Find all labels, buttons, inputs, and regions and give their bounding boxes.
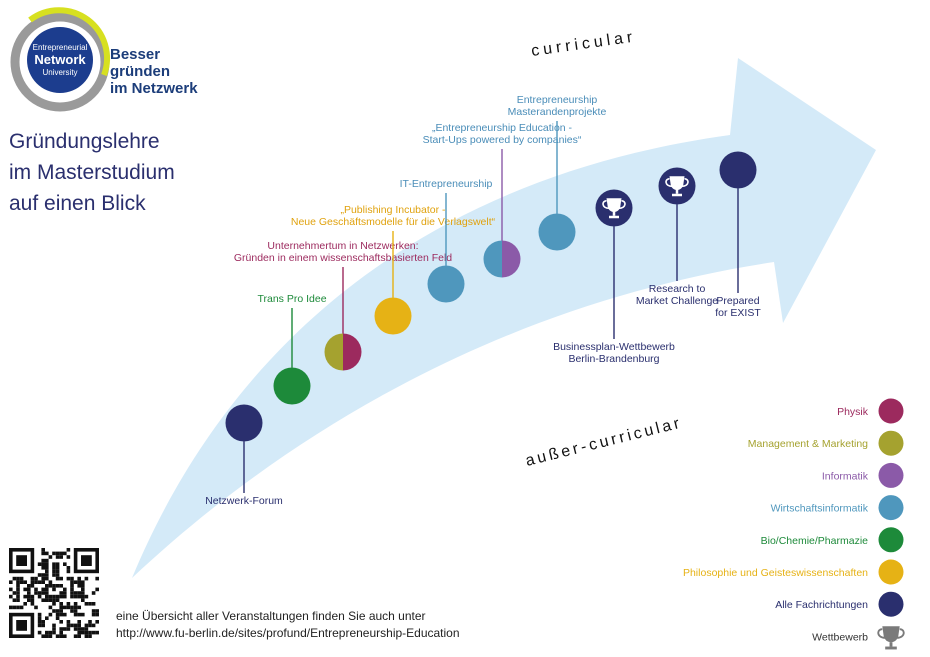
legend-item: Management & Marketing [748, 430, 904, 456]
legend-item: Alle Fachrichtungen [775, 591, 904, 617]
trophy-icon [877, 626, 905, 650]
event-circle [719, 151, 757, 189]
legend-label: Philosophie und Geisteswissenschaften [683, 567, 868, 579]
event-circle-right [343, 333, 362, 371]
legend-swatch [878, 495, 904, 521]
legend-label: Management & Marketing [748, 438, 868, 450]
event-circle [225, 404, 263, 442]
page-title-line: auf einen Blick [9, 192, 146, 215]
logo-slogan-line: gründen [110, 63, 170, 80]
event-publishing-incubator: „Publishing Incubator -Neue Geschäftsmod… [291, 204, 496, 335]
events-layer: Netzwerk-Forum Trans Pro Idee Unternehmert… [205, 94, 761, 507]
legend-swatch [878, 559, 904, 585]
event-circle [374, 297, 412, 335]
event-trans-pro-idee: Trans Pro Idee [257, 293, 327, 405]
footer-text: eine Übersicht aller Veranstaltungen fin… [116, 609, 426, 623]
event-circle [427, 265, 465, 303]
event-unternehmertum: Unternehmertum in Netzwerken:Gründen in … [234, 240, 452, 371]
legend-item: Bio/Chemie/Pharmazie [761, 527, 904, 553]
event-circle [273, 367, 311, 405]
extracurricular-label: außer-curricular [524, 414, 684, 469]
event-label: „Entrepreneurship Education -Start-Ups p… [423, 122, 582, 146]
legend-item: Wettbewerb [812, 626, 905, 650]
qr-code [7, 546, 101, 640]
event-circle-left [483, 240, 502, 278]
event-label: Trans Pro Idee [257, 293, 326, 305]
legend-label: Wettbewerb [812, 631, 868, 643]
event-label: „Publishing Incubator -Neue Geschäftsmod… [291, 204, 496, 228]
event-start-ups-powered: „Entrepreneurship Education -Start-Ups p… [423, 122, 582, 278]
legend-item: Wirtschaftsinformatik [771, 495, 904, 521]
logo-badge-line: University [42, 68, 77, 77]
legend-swatch [878, 591, 904, 617]
logo-slogan: Besser gründen im Netzwerk [110, 46, 198, 97]
logo-badge: Entrepreneurial Network University [10, 7, 111, 112]
legend-label: Physik [837, 406, 869, 418]
legend-label: Wirtschaftsinformatik [771, 503, 869, 515]
page-title-line: Gründungslehre [9, 130, 160, 153]
logo-slogan-line: Besser [110, 46, 161, 63]
event-label: Netzwerk-Forum [205, 495, 283, 507]
event-label: Unternehmertum in Netzwerken:Gründen in … [234, 240, 452, 264]
event-netzwerk-forum: Netzwerk-Forum [205, 404, 283, 507]
logo-badge-line: Entrepreneurial [33, 43, 88, 52]
legend-label: Informatik [822, 470, 869, 482]
footer-url[interactable]: http://www.fu-berlin.de/sites/profund/En… [116, 626, 460, 640]
page-title: Gründungslehre im Masterstudium auf eine… [9, 126, 175, 219]
event-it-entrepreneurship: IT-Entrepreneurship [400, 178, 493, 303]
trophy-icon [665, 176, 689, 197]
legend-swatch [878, 462, 904, 488]
legend-item: Informatik [822, 462, 904, 488]
footer-note: eine Übersicht aller Veranstaltungen fin… [116, 608, 460, 642]
event-circle-left [324, 333, 343, 371]
curricular-label: curricular [530, 28, 637, 60]
event-label: IT-Entrepreneurship [400, 178, 493, 190]
event-circle-right [502, 240, 521, 278]
legend-swatch [878, 430, 904, 456]
legend-item: Physik [837, 398, 904, 424]
logo-badge-line: Network [34, 52, 86, 67]
legend-item: Philosophie und Geisteswissenschaften [683, 559, 904, 585]
legend-swatch [878, 527, 904, 553]
legend-label: Alle Fachrichtungen [775, 599, 868, 611]
legend-label: Bio/Chemie/Pharmazie [761, 535, 869, 547]
event-circle [538, 213, 576, 251]
trophy-icon [602, 198, 626, 219]
legend-swatch [878, 398, 904, 424]
logo-slogan-line: im Netzwerk [110, 80, 198, 97]
page-title-line: im Masterstudium [9, 161, 175, 184]
